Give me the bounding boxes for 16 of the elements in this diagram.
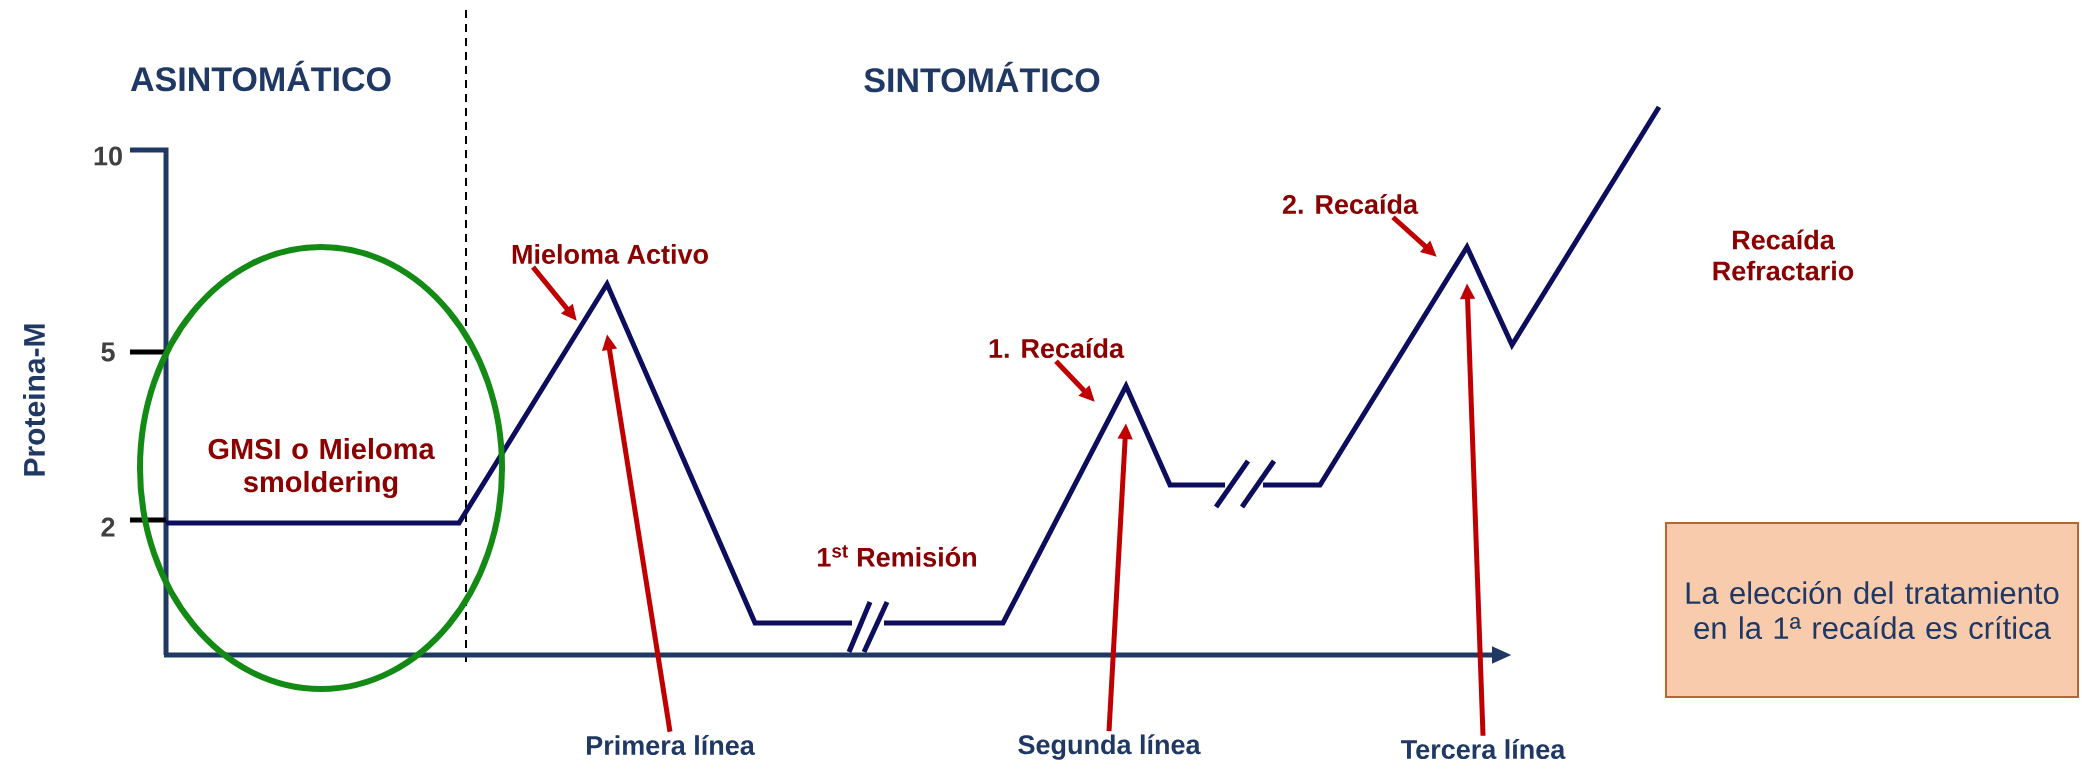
heading: SINTOMÁTICO xyxy=(864,61,1100,93)
axis-title: Proteina-M xyxy=(23,324,46,476)
treatment-label: Tercera línea xyxy=(1401,738,1566,760)
note-box: La elección del tratamiento en la 1ª recaída es crítica xyxy=(1665,522,2079,698)
tick-label: 2 xyxy=(101,517,115,537)
treatment-label: Primera línea xyxy=(587,734,755,756)
callout-label: 2. Recaída xyxy=(1282,193,1419,215)
tick-label: 10 xyxy=(94,146,122,166)
tick-label: 5 xyxy=(101,342,115,362)
phase-label: Recaída Refractario xyxy=(1713,229,1854,281)
callout-label: Mieloma Activo xyxy=(512,244,708,264)
heading: ASINTOMÁTICO xyxy=(130,60,391,92)
ellipse-label: GMSI o Mieloma smoldering xyxy=(137,244,506,692)
treatment-label: Segunda línea xyxy=(1018,734,1201,760)
callout-label: 1. Recaída xyxy=(989,337,1125,359)
phase-label: 1$^{st}$ Remisión xyxy=(818,545,976,567)
